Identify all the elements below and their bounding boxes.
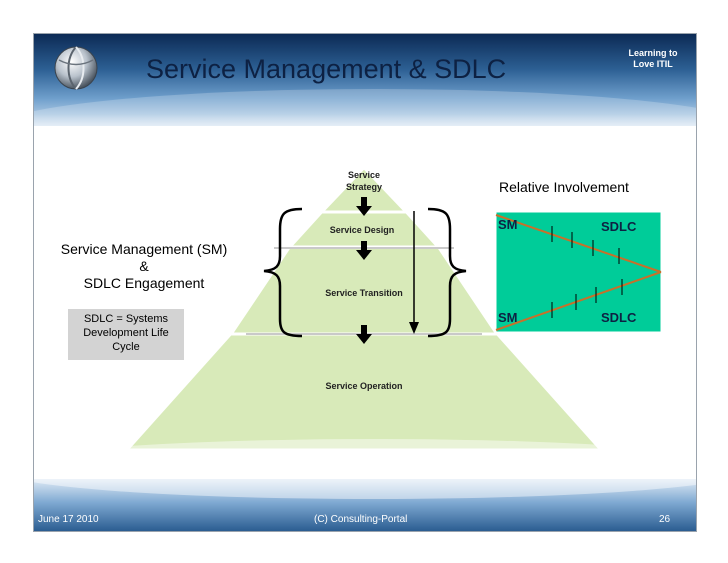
globe-logo-icon: [54, 46, 98, 90]
sdlc-definition-line2: Development Life: [83, 327, 169, 339]
pyramid-operation-label: Service Operation: [325, 381, 402, 391]
sm-engagement-label: Service Management (SM) & SDLC Engagemen…: [39, 241, 249, 292]
pyramid-design-label: Service Design: [330, 225, 395, 235]
arrow-down-icon: [356, 325, 372, 344]
corner-tagline: Learning to Love ITIL: [616, 48, 690, 70]
long-down-arrow-head: [409, 322, 419, 334]
right-brace: [427, 207, 467, 338]
slide-footer: [34, 439, 696, 531]
sm-engagement-line2: &: [139, 258, 149, 274]
involvement-ticks-bottom: [551, 279, 623, 318]
involvement-ticks-top: [551, 226, 620, 264]
slide-header: [34, 34, 696, 169]
pyramid-transition-label: Service Transition: [325, 288, 403, 298]
involvement-box: [495, 211, 662, 333]
sm-engagement-line1: Service Management (SM): [60, 241, 228, 257]
pyramid-operation-layer: [127, 334, 601, 450]
sm-engagement-line3: SDLC Engagement: [83, 275, 205, 291]
involvement-sm-bottom: SM: [498, 310, 518, 325]
sdlc-definition-box: SDLC = Systems Development Life Cycle: [68, 309, 184, 360]
sdlc-definition-line3: Cycle: [112, 341, 140, 353]
sdlc-definition-line1: SDLC = Systems: [83, 313, 169, 325]
footer-copyright: (C) Consulting-Portal: [314, 514, 408, 525]
corner-tagline-line1: Learning to: [628, 48, 678, 58]
pyramid-strategy-label-1: Service: [348, 170, 380, 180]
pyramid-strategy-label-2: Strategy: [346, 182, 382, 192]
slide: Service Management & SDLC Learning to Lo…: [33, 33, 697, 532]
involvement-sdlc-top: SDLC: [601, 219, 637, 234]
left-brace: [263, 207, 303, 338]
footer-swoosh: [34, 439, 696, 499]
footer-page-number: 26: [659, 514, 671, 525]
pyramid-design-layer: [290, 212, 438, 247]
involvement-sm-top: SM: [498, 217, 518, 232]
sdlc-diagram: Service Strategy Service Design Service …: [127, 168, 662, 450]
corner-tagline-line2: Love ITIL: [633, 59, 673, 69]
footer-date: June 17 2010: [38, 514, 99, 525]
slide-title: Service Management & SDLC: [146, 54, 507, 84]
involvement-line-top: [495, 214, 662, 273]
arrow-down-icon: [356, 241, 372, 260]
involvement-title: Relative Involvement: [499, 179, 629, 195]
header-fade: [34, 114, 696, 154]
involvement-line-bottom: [495, 271, 662, 331]
involvement-sdlc-bottom: SDLC: [601, 310, 637, 325]
arrow-down-icon: [356, 197, 372, 216]
